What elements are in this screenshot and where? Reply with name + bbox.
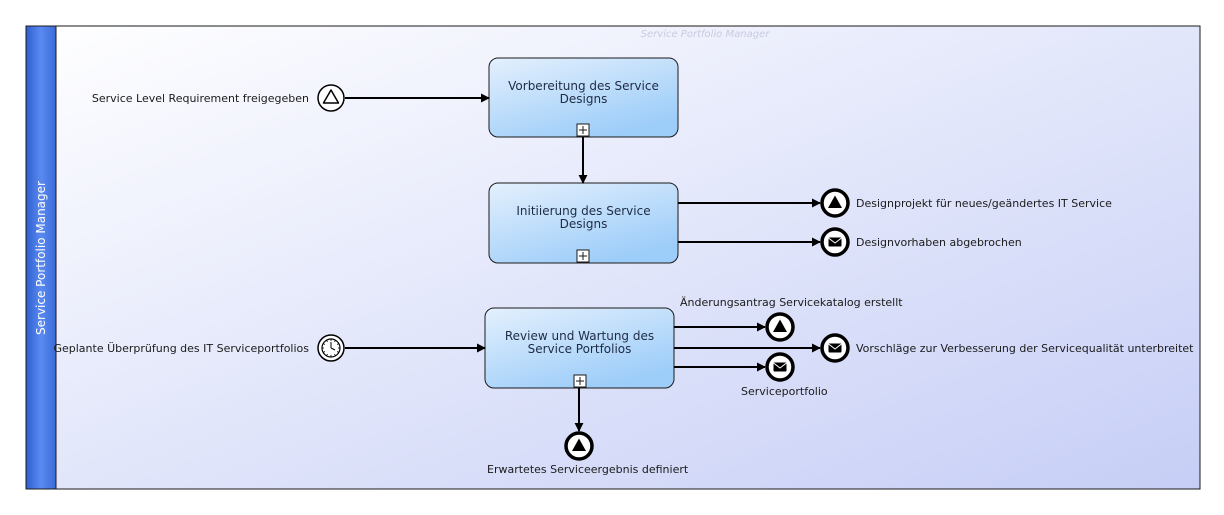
- message-end-icon[interactable]: [820, 227, 850, 257]
- message-end-icon[interactable]: [820, 333, 850, 363]
- signal-end-icon[interactable]: [564, 431, 594, 461]
- subprocess-marker-icon: [573, 374, 587, 388]
- pool-title: Service Portfolio Manager: [26, 26, 56, 489]
- signal-triangle-icon[interactable]: [317, 84, 345, 112]
- signal-end-icon[interactable]: [820, 188, 850, 218]
- pool-header-band[interactable]: [25, 25, 57, 490]
- message-end-icon[interactable]: [765, 352, 795, 382]
- start-event-label-requirement: Service Level Requirement freigegeben: [91, 92, 309, 105]
- task-vorbereitung-label[interactable]: Vorbereitung des Service Designs: [508, 78, 659, 106]
- end-event-label-abgebrochen: Designvorhaben abgebrochen: [856, 236, 1022, 249]
- subprocess-marker-icon: [576, 123, 590, 137]
- lane-caption: Service Portfolio Manager: [640, 29, 770, 40]
- end-event-label-designprojekt: Designprojekt für neues/geändertes IT Se…: [856, 197, 1112, 210]
- end-event-label-aenderungsantrag: Änderungsantrag Servicekatalog erstellt: [680, 296, 903, 309]
- subprocess-marker-icon: [576, 249, 590, 263]
- timer-clock-icon[interactable]: [317, 334, 345, 362]
- signal-end-icon[interactable]: [765, 312, 795, 342]
- end-event-label-serviceergebnis: Erwartetes Serviceergebnis definiert: [487, 463, 689, 476]
- task-review-label[interactable]: Review und Wartung des Service Portfolio…: [504, 329, 655, 356]
- start-event-label-ueberpruefung: Geplante Überprüfung des IT Serviceportf…: [53, 342, 309, 355]
- end-event-label-serviceportfolio: Serviceportfolio: [741, 385, 828, 398]
- end-event-label-vorschlaege: Vorschläge zur Verbesserung der Serviceq…: [856, 342, 1194, 355]
- pool-title-text: Service Portfolio Manager: [34, 180, 49, 335]
- task-initiierung-label[interactable]: Initiierung des Service Designs: [516, 204, 651, 231]
